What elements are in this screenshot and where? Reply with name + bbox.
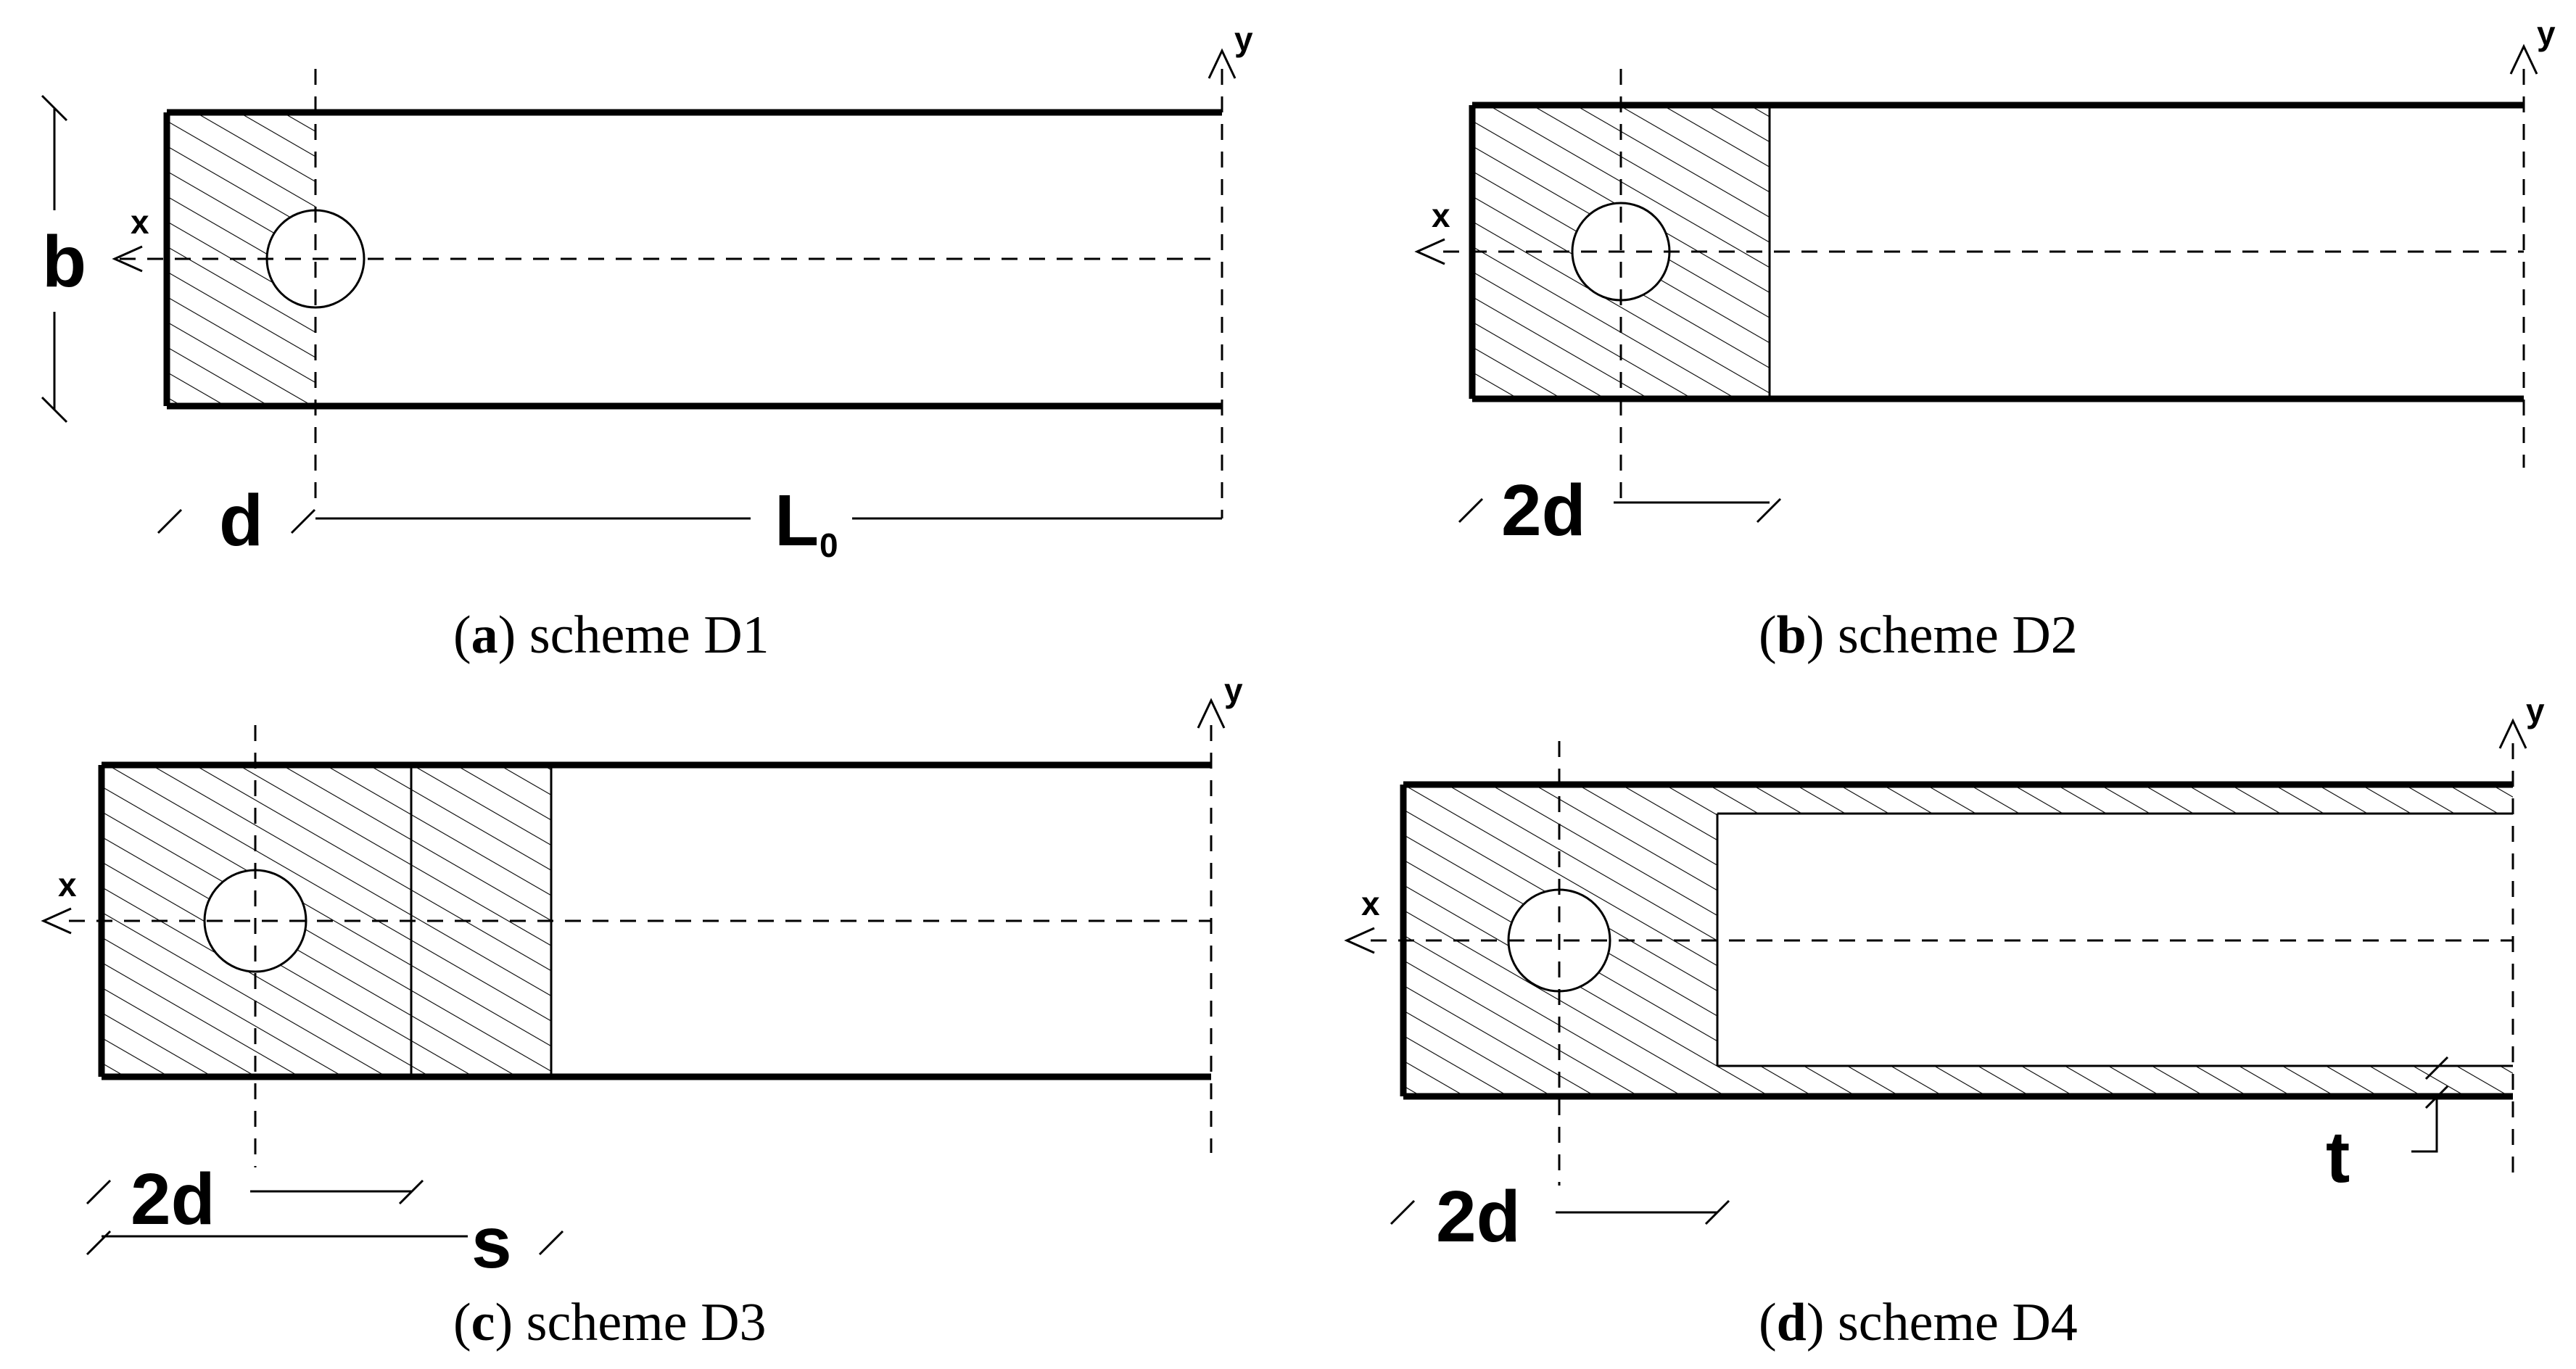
arrow-icon — [2509, 44, 2538, 75]
caption-c: (c) scheme D3 — [453, 1293, 767, 1352]
y-axis-label: y — [1224, 671, 1243, 709]
dimension-tick — [86, 1230, 112, 1256]
dimension-label-s: s — [471, 1202, 512, 1283]
dimension-tick — [1756, 497, 1782, 524]
caption-b: (b) scheme D2 — [1759, 605, 2078, 665]
arrow-icon — [2411, 1099, 2438, 1153]
dimension-tick — [41, 396, 68, 423]
dimension-label-L0: L — [775, 480, 819, 561]
dimension-tick — [538, 1230, 564, 1256]
arrow-icon — [2498, 718, 2527, 749]
dimension-label-d: d — [219, 480, 263, 561]
y-axis-label: y — [1234, 20, 1253, 58]
panel-b: x y 2d (b) scheme D2 — [1414, 15, 2556, 665]
dimension-tick — [2424, 1056, 2449, 1080]
caption-d: (d) scheme D4 — [1759, 1293, 2078, 1352]
x-axis-label: x — [1432, 197, 1450, 234]
dimension-label-2d: 2d — [131, 1159, 215, 1240]
dimension-label-2d: 2d — [1436, 1176, 1521, 1257]
dimension-tick — [86, 1179, 112, 1205]
panel-c: x y 2d s (c) scheme D3 — [41, 671, 1243, 1352]
dimension-label-L0-subscript: 0 — [820, 526, 838, 564]
caption-a: (a) scheme D1 — [453, 605, 769, 665]
width-label-b: b — [42, 221, 86, 302]
dimension-tick — [1458, 497, 1484, 524]
dimension-tick — [157, 508, 183, 534]
y-axis-label: y — [2526, 692, 2545, 729]
dimension-tick — [1704, 1199, 1730, 1225]
hatched-zone — [1403, 785, 2513, 1096]
dimension-tick — [2424, 1085, 2449, 1109]
dimension-tick — [41, 94, 68, 122]
arrow-icon — [1208, 48, 1237, 79]
x-axis-label: x — [58, 866, 77, 903]
dimension-tick — [1390, 1199, 1416, 1225]
arrow-icon — [1197, 698, 1226, 729]
dimension-label-2d: 2d — [1501, 470, 1586, 551]
arrow-icon — [41, 907, 72, 935]
dimension-tick — [398, 1179, 424, 1205]
x-axis-label: x — [131, 203, 149, 241]
panel-d: x y 2d t (d) scheme D4 — [1344, 692, 2545, 1352]
x-axis-label: x — [1361, 885, 1380, 922]
arrow-icon — [1344, 927, 1375, 954]
dimension-tick — [290, 508, 316, 534]
arrow-icon — [1414, 238, 1445, 265]
arrow-icon — [112, 245, 143, 273]
y-axis-label: y — [2537, 15, 2556, 52]
panel-a: x y b d L 0 (a) scheme D1 — [41, 20, 1253, 665]
dimension-label-t: t — [2326, 1117, 2350, 1198]
